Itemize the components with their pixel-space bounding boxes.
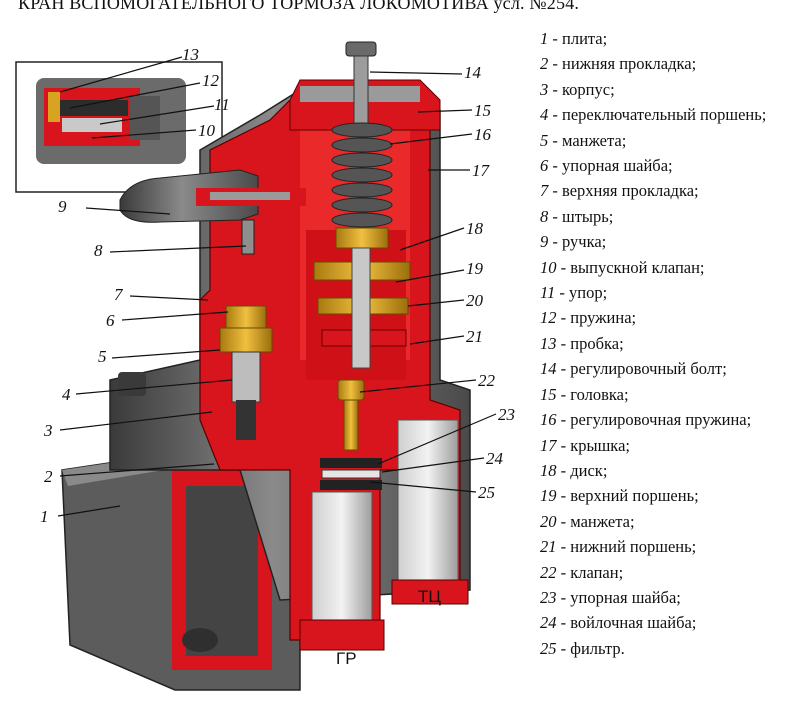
legend-item: 21 - нижний поршень; (540, 537, 697, 557)
callout-17: 17 (472, 161, 491, 180)
check-valve (337, 379, 365, 451)
callout-20: 20 (466, 291, 484, 310)
callout-11: 11 (214, 95, 230, 114)
legend-item: 6 - упорная шайба; (540, 156, 673, 176)
callout-16: 16 (474, 125, 492, 144)
legend-item: 8 - штырь; (540, 206, 614, 226)
callout-25: 25 (478, 483, 495, 502)
adjusting-spring (331, 122, 393, 228)
callout-13: 13 (182, 45, 199, 64)
callout-24: 24 (486, 449, 504, 468)
legend-item: 1 - плита; (540, 29, 608, 48)
callout-12: 12 (202, 71, 220, 90)
legend-item: 3 - корпус; (540, 79, 615, 99)
callout-5: 5 (98, 347, 107, 366)
legend-item: 13 - пробка; (540, 333, 624, 353)
legend-item: 5 - манжета; (540, 130, 627, 150)
parts-legend: 1 - плита; 2 - нижняя прокладка; 3 - кор… (540, 26, 800, 661)
legend-item: 22 - клапан; (540, 562, 624, 582)
callout-22: 22 (478, 371, 496, 390)
legend-item: 17 - крышка; (540, 435, 630, 455)
legend-item: 12 - пружина; (540, 308, 637, 328)
callout-14: 14 (464, 63, 482, 82)
legend-item: 2 - нижняя прокладка; (540, 54, 697, 74)
pipe-connections (299, 419, 469, 651)
port-label-main-reservoir: ГР (336, 649, 357, 668)
callout-21: 21 (466, 327, 483, 346)
switching-piston (219, 305, 273, 440)
legend-item: 25 - фильтр. (540, 638, 625, 658)
legend-item: 9 - ручка; (540, 232, 607, 252)
legend-item: 4 - переключательный поршень; (540, 105, 767, 125)
diagram-title: КРАН ВСПОМОГАТЕЛЬНОГО ТОРМОЗА ЛОКОМОТИВА… (18, 0, 580, 13)
callout-10: 10 (198, 121, 216, 140)
callout-9: 9 (58, 197, 67, 216)
callout-18: 18 (466, 219, 484, 238)
callout-6: 6 (106, 311, 115, 330)
callout-2: 2 (44, 467, 53, 486)
callout-15: 15 (474, 101, 491, 120)
legend-item: 18 - диск; (540, 460, 608, 480)
legend-item: 15 - головка; (540, 384, 629, 404)
legend-item: 23 - упорная шайба; (540, 587, 681, 607)
legend-item: 10 - выпускной клапан; (540, 257, 705, 277)
valve-cutaway-drawing: 13 12 11 10 14 15 16 17 9 8 7 6 5 4 3 2 … (15, 41, 515, 691)
legend-item: 11 - упор; (540, 283, 608, 303)
legend-item: 20 - манжета; (540, 511, 635, 531)
filter-assembly (320, 458, 382, 490)
legend-item: 14 - регулировочный болт; (540, 359, 727, 379)
pistons-assembly (313, 227, 411, 369)
inset-detail (15, 61, 223, 193)
callout-23: 23 (498, 405, 515, 424)
legend-item: 16 - регулировочная пружина; (540, 410, 752, 430)
port-label-brake-cylinder: ТЦ (418, 587, 441, 606)
handle-assembly (119, 169, 306, 255)
callout-numbers: 13 12 11 10 14 15 16 17 9 8 7 6 5 4 3 2 … (40, 45, 515, 526)
callout-3: 3 (43, 421, 53, 440)
callout-7: 7 (114, 285, 124, 304)
callout-4: 4 (62, 385, 71, 404)
callout-19: 19 (466, 259, 484, 278)
leader-lines (57, 56, 497, 517)
legend-item: 24 - войлочная шайба; (540, 613, 697, 633)
callout-8: 8 (94, 241, 103, 260)
callout-1: 1 (40, 507, 49, 526)
legend-item: 7 - верхняя прокладка; (540, 181, 699, 201)
legend-item: 19 - верхний поршень; (540, 486, 699, 506)
adjusting-bolt (345, 41, 377, 127)
